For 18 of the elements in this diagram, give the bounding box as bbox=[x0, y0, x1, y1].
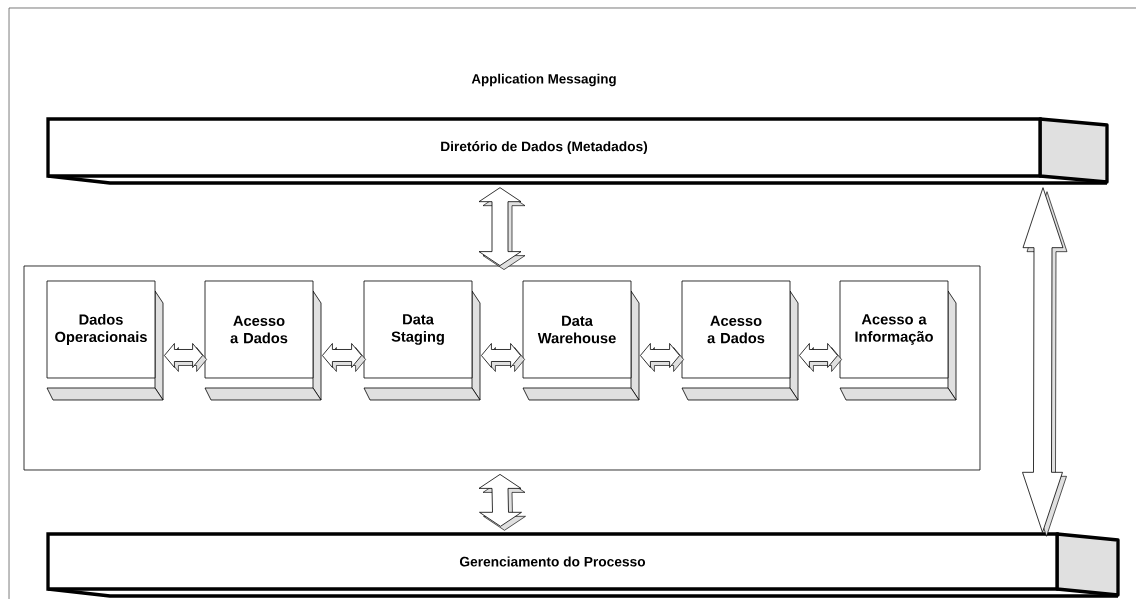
double-arrow bbox=[164, 343, 207, 372]
band-box: Diretório de Dados (Metadados) bbox=[46, 117, 1109, 185]
double-arrow bbox=[478, 187, 526, 270]
double-arrow bbox=[640, 343, 684, 372]
double-arrow bbox=[799, 343, 842, 372]
container-box bbox=[23, 265, 981, 471]
process-box: Acesso a Informação bbox=[839, 280, 957, 401]
process-box: Data Warehouse bbox=[522, 280, 640, 401]
heading-text: Application Messaging bbox=[471, 73, 616, 87]
double-arrow bbox=[478, 474, 526, 531]
process-box: Acesso a Dados bbox=[204, 280, 322, 401]
double-arrow bbox=[481, 343, 525, 372]
band-box: Gerenciamento do Processo bbox=[46, 532, 1120, 598]
process-box: Data Staging bbox=[363, 280, 481, 401]
process-box: Acesso a Dados bbox=[681, 280, 799, 401]
double-arrow bbox=[1022, 187, 1068, 537]
double-arrow bbox=[322, 343, 366, 372]
process-box: Dados Operacionais bbox=[46, 280, 164, 401]
